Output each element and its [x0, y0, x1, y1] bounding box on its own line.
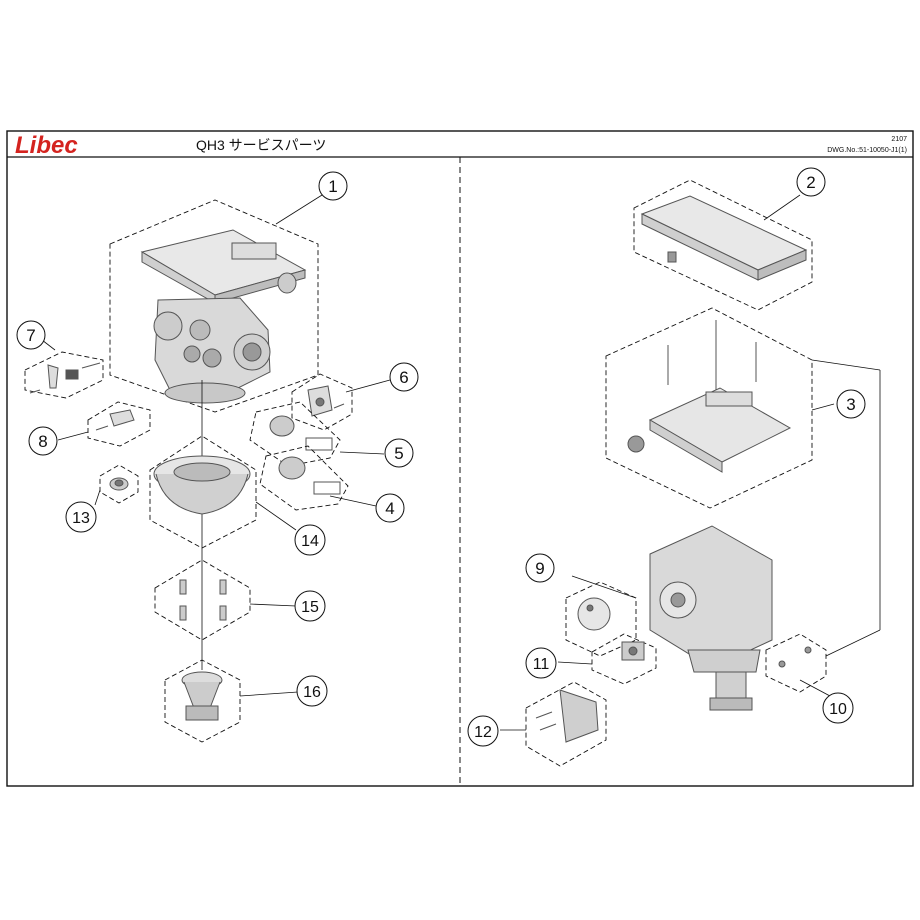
logo-text: Libec: [15, 132, 78, 159]
callout-16-label: 16: [303, 684, 321, 701]
callout-10: 10: [822, 692, 854, 724]
callout-7: 7: [16, 320, 46, 350]
callout-7-label: 7: [26, 326, 35, 345]
callout-9-label: 9: [535, 559, 544, 578]
sliding-plate-part: [627, 320, 792, 473]
screw-set-part: [179, 579, 227, 621]
callout-6-label: 6: [399, 368, 408, 387]
part-group-1-outline: [109, 199, 319, 413]
part-group-3-outline: [605, 307, 813, 509]
callout-3: 3: [836, 389, 866, 419]
callout-13-label: 13: [72, 510, 90, 527]
head-body-part: [649, 525, 773, 711]
callout-15-label: 15: [301, 599, 319, 616]
callout-12-label: 12: [474, 724, 492, 741]
callout-15: 15: [294, 590, 326, 622]
callout-14-label: 14: [301, 533, 319, 550]
part-group-2-outline: [633, 179, 813, 311]
part-group-11-outline: [591, 633, 657, 685]
callout-14: 14: [294, 524, 326, 556]
drawing-number: DWG.No.:51-10050-J1(1): [827, 147, 907, 154]
knob-part: [95, 409, 135, 431]
callout-2-label: 2: [806, 173, 815, 192]
brand-logo: Libec: [15, 132, 78, 159]
callout-9: 9: [525, 553, 555, 583]
callout-6: 6: [389, 362, 419, 392]
clamp-part: [307, 385, 345, 417]
sheet-code: 2107: [891, 136, 907, 143]
part-group-4-outline: [259, 445, 349, 511]
part-group-15-outline: [154, 559, 251, 641]
callout-2: 2: [796, 167, 826, 197]
callout-10-label: 10: [829, 701, 847, 718]
fluid-head-assembly: [140, 229, 307, 404]
camera-plate-part: [640, 195, 808, 281]
cover-part: [535, 689, 599, 743]
callout-8-label: 8: [38, 432, 47, 451]
drag-knob-part: [269, 415, 333, 451]
screw-pair-part: [778, 646, 812, 668]
sheet-title: QH3 サービスパーツ: [196, 137, 326, 153]
callout-5: 5: [384, 438, 414, 468]
callout-5-label: 5: [394, 444, 403, 463]
leader-lines: [41, 189, 881, 731]
drawing-frame: [6, 130, 914, 787]
half-ball-part: [181, 671, 223, 721]
part-group-12-outline: [525, 681, 607, 767]
bowl-part: [153, 455, 251, 515]
callout-11: 11: [525, 647, 557, 679]
part-group-10-outline: [765, 633, 827, 693]
part-group-5-outline: [249, 401, 341, 467]
scale-plate-part: [577, 597, 611, 631]
lock-lever-part: [29, 362, 101, 394]
callout-8: 8: [28, 426, 58, 456]
callout-16: 16: [296, 675, 328, 707]
tilt-knob-part: [278, 456, 341, 495]
pan-lock-part: [621, 641, 645, 661]
part-group-16-outline: [164, 659, 241, 743]
part-group-8-outline: [87, 401, 151, 447]
callout-4: 4: [375, 493, 405, 523]
callout-3-label: 3: [846, 395, 855, 414]
part-group-6-outline: [291, 373, 353, 431]
callout-11-label: 11: [533, 656, 550, 673]
part-group-9-outline: [565, 581, 637, 657]
part-group-13-outline: [99, 464, 139, 504]
part-group-7-outline: [24, 351, 104, 399]
callout-1-label: 1: [328, 177, 337, 196]
callout-13: 13: [65, 501, 97, 533]
callout-1: 1: [318, 171, 348, 201]
callout-12: 12: [467, 715, 499, 747]
callout-4-label: 4: [385, 499, 394, 518]
nut-part: [109, 477, 129, 491]
